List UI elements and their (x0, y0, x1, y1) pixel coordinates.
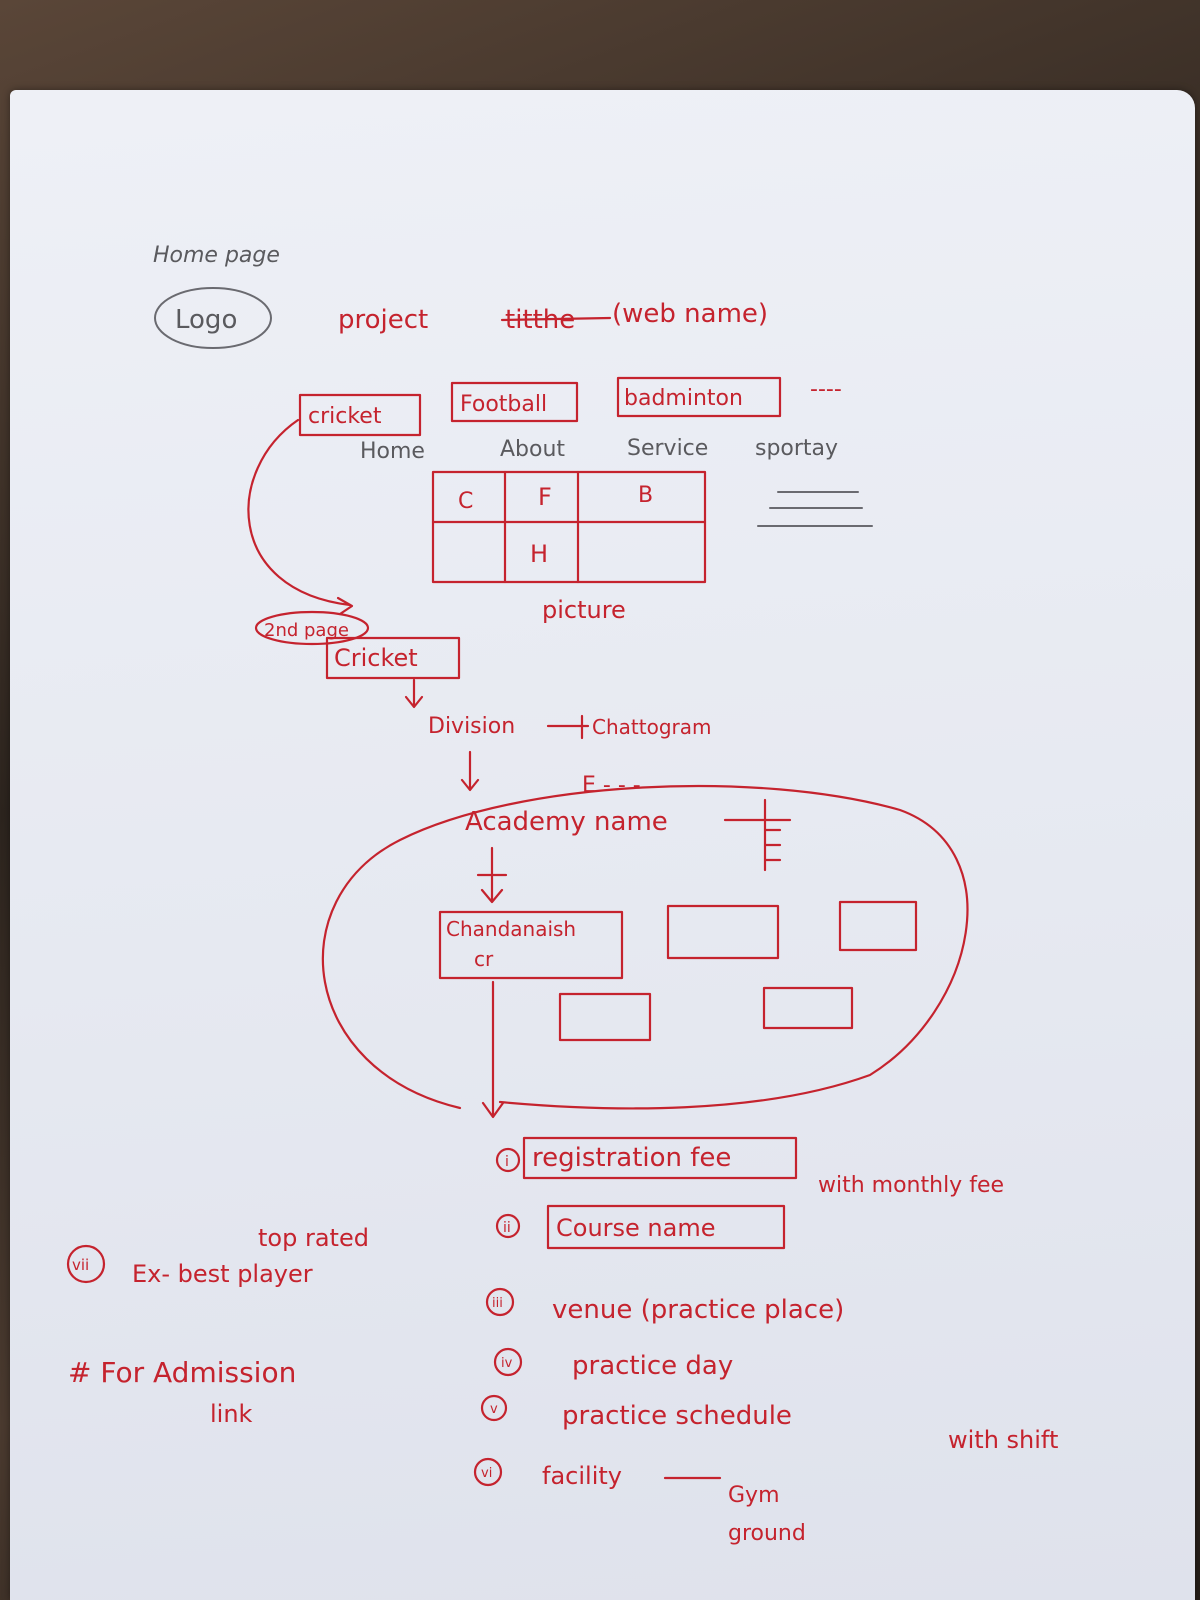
detail-4-text: practice day (572, 1351, 733, 1381)
tab-badminton[interactable] (616, 376, 782, 418)
top-rated-annotation: top rated (258, 1224, 369, 1252)
tab-more: ---- (810, 377, 842, 402)
link-arrow-head (336, 596, 354, 616)
arrow-down-4 (481, 980, 505, 1119)
grid-cell-h: H (530, 540, 548, 568)
detail-5-note: with shift (948, 1426, 1058, 1454)
home-page-heading: Home page (153, 243, 280, 268)
detail-6-text: facility (542, 1462, 622, 1490)
academy-box-line1: Chandanaish (446, 917, 576, 941)
academy-box-3[interactable] (838, 900, 918, 952)
detail-num-5-circle (480, 1394, 508, 1422)
notebook-paper (10, 90, 1195, 1600)
sports-tab-bar: cricket Football badminton ---- (298, 376, 842, 437)
nav-about[interactable]: About (500, 437, 565, 462)
nav-sportay[interactable]: sportay (755, 436, 838, 461)
logo-circle (154, 287, 272, 349)
academy-box-line2: cr (474, 947, 494, 971)
top-rated-num-circle (66, 1244, 106, 1284)
detail-num-2-circle (495, 1213, 521, 1239)
division-label: Division (428, 714, 515, 739)
grid-cell-b: B (638, 483, 653, 508)
logo-label: Logo (175, 305, 237, 335)
division-more: E - - - (582, 773, 641, 798)
arrow-down-3 (476, 846, 508, 904)
tab-badminton-label: badminton (624, 386, 743, 411)
detail-num-1-circle (495, 1147, 521, 1173)
detail-3-text: venue (practice place) (552, 1295, 844, 1325)
detail-num-4-circle (493, 1347, 523, 1377)
arrow-down-1 (404, 678, 424, 709)
division-value: Chattogram (592, 715, 711, 739)
detail-5-text: practice schedule (562, 1401, 792, 1431)
academy-list-marks (723, 798, 792, 872)
picture-grid-frame (431, 470, 707, 584)
arrow-down-2 (460, 750, 480, 792)
detail-num-5: v (490, 1402, 498, 1417)
academy-box-5[interactable] (762, 986, 854, 1030)
detail-1-note: with monthly fee (818, 1173, 1004, 1198)
picture-caption: picture (542, 596, 626, 624)
detail-2-text: Course name (556, 1214, 715, 1242)
detail-num-4: iv (501, 1356, 513, 1371)
nav-home[interactable]: Home (360, 439, 425, 464)
nav-bar: Home About Service sportay (360, 436, 873, 527)
detail-2-box (546, 1204, 786, 1250)
link-arrow-to-second-page (247, 418, 352, 607)
academy-box-4[interactable] (558, 992, 652, 1042)
admission-line1: # For Admission (68, 1356, 296, 1389)
tab-football[interactable] (450, 381, 579, 423)
academy-oval (321, 784, 969, 1110)
facility-item-gym: Gym (728, 1483, 780, 1508)
second-page-label: 2nd page (264, 620, 349, 641)
second-page-badge (254, 610, 370, 646)
tab-cricket-label: cricket (308, 404, 382, 429)
facility-item-ground: ground (728, 1521, 806, 1546)
strike-line (500, 316, 612, 322)
grid-cell-c: C (458, 489, 473, 514)
detail-1-text: registration fee (532, 1143, 731, 1173)
detail-num-3-circle (485, 1287, 515, 1317)
admission-link[interactable]: link (210, 1400, 253, 1428)
detail-1-box (522, 1136, 798, 1180)
top-rated-num: vii (72, 1256, 89, 1274)
project-title-suffix: (web name) (612, 299, 768, 329)
picture-grid: C F B H picture (431, 470, 707, 624)
grid-cell-f: F (538, 483, 552, 511)
details-list: i registration fee with monthly fee ii C… (473, 1136, 1058, 1546)
detail-num-3: iii (492, 1296, 503, 1311)
tab-football-label: Football (460, 392, 547, 417)
academy-box-2[interactable] (666, 904, 780, 960)
top-rated-text: Ex- best player (132, 1260, 313, 1288)
tab-cricket[interactable] (298, 393, 422, 437)
detail-num-2: ii (503, 1220, 511, 1236)
detail-num-6: vi (481, 1466, 492, 1481)
project-title-prefix: project (338, 305, 428, 335)
detail-num-1: i (505, 1154, 509, 1170)
academy-label: Academy name (465, 807, 668, 837)
second-page-sport-box[interactable] (325, 636, 461, 680)
detail-num-6-circle (473, 1457, 503, 1487)
division-arrow (546, 714, 590, 740)
nav-service[interactable]: Service (627, 436, 708, 461)
academy-box-chandanaish[interactable] (438, 910, 624, 980)
second-page-sport: Cricket (334, 644, 418, 672)
